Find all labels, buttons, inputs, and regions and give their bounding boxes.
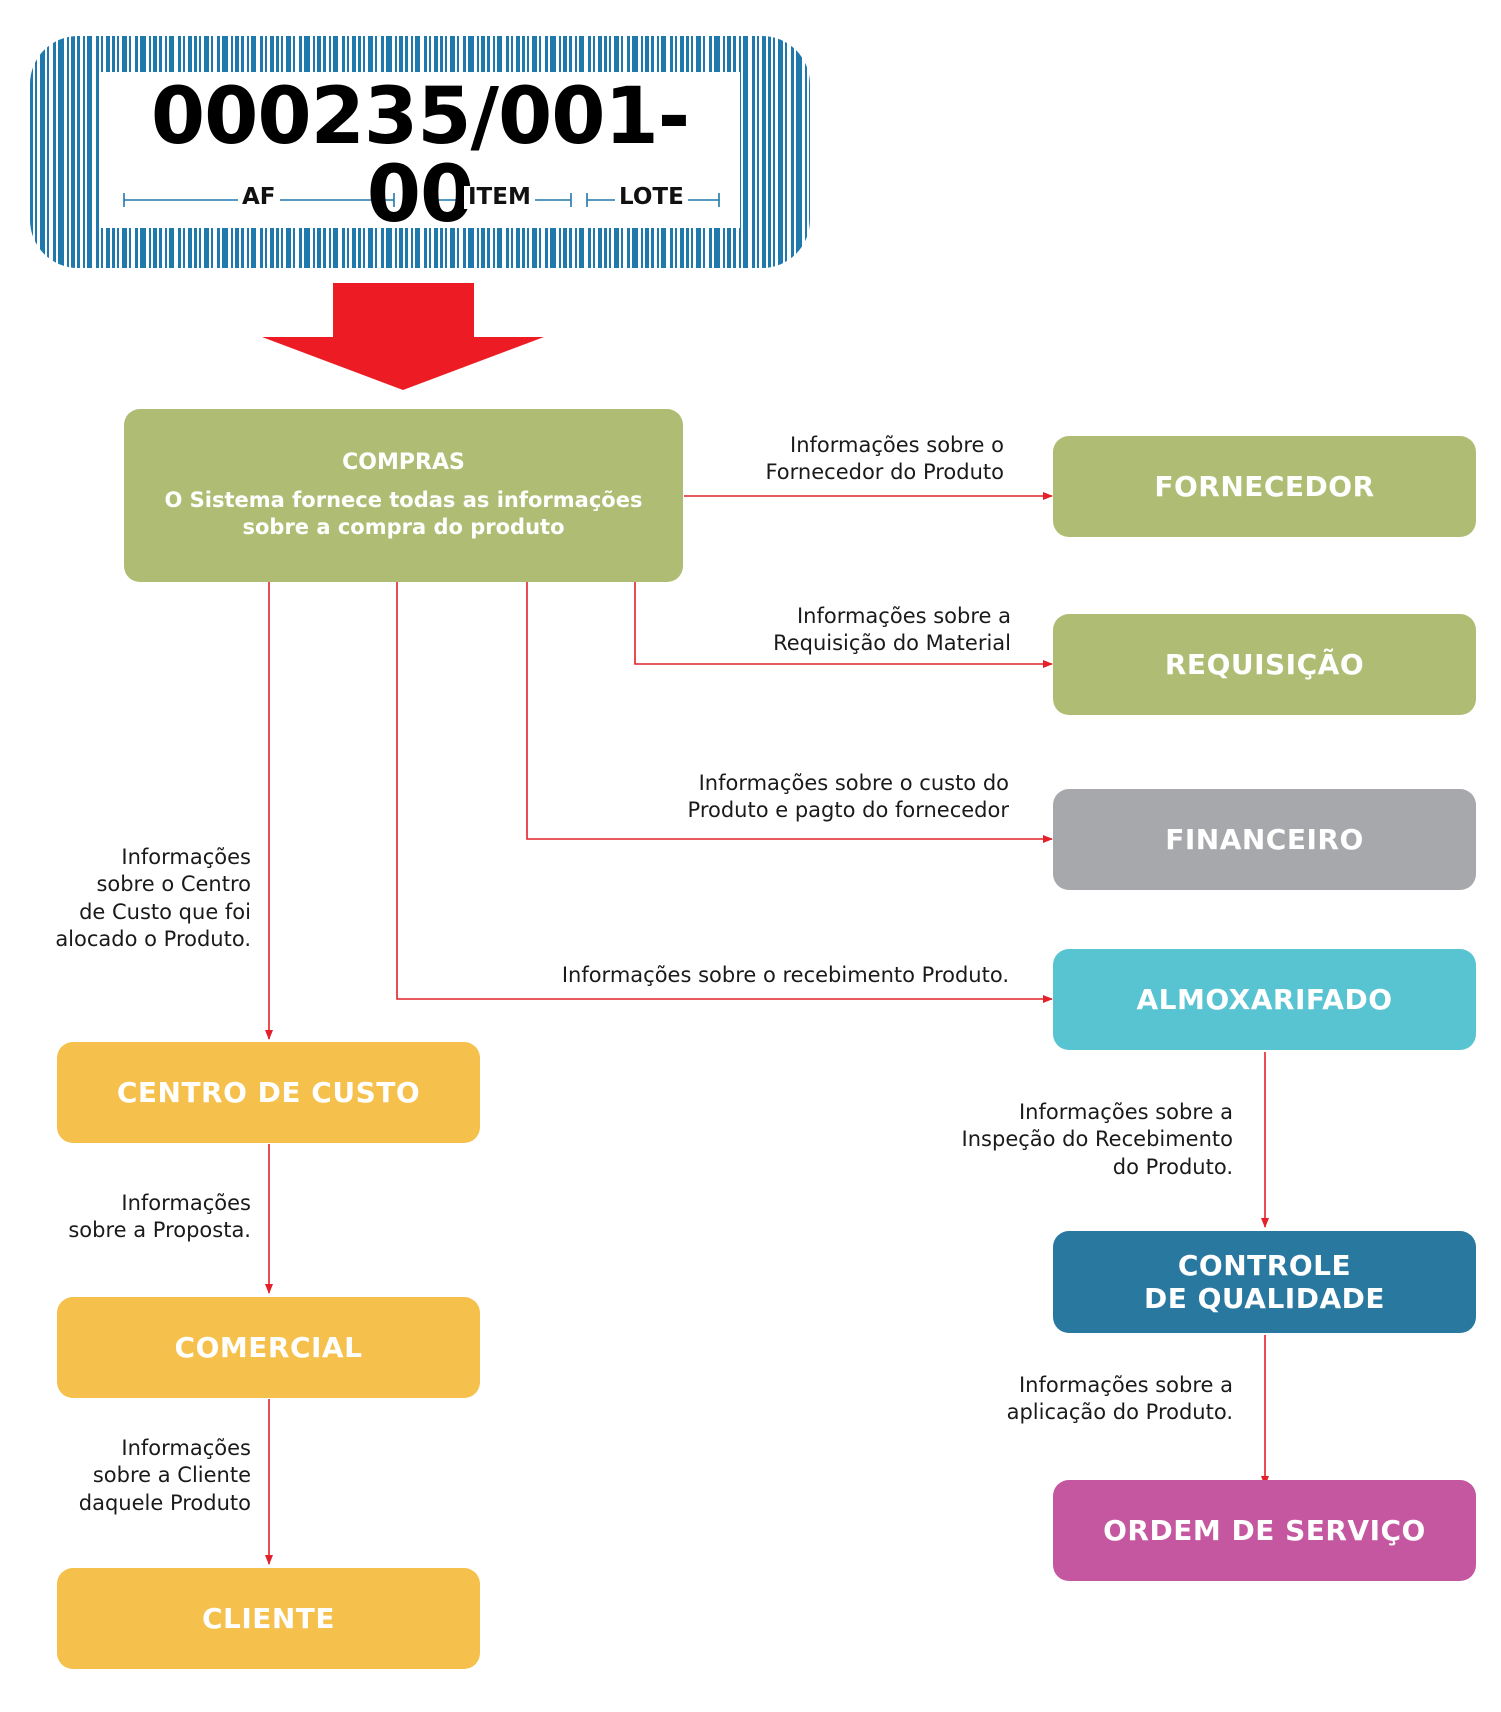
barcode-stripe [752,36,755,268]
barcode-stripe [778,36,783,268]
label-controle-ordem: Informações sobre a aplicação do Produto… [1006,1373,1233,1425]
barcode-stripe [768,36,771,268]
red-down-arrow [262,283,544,390]
barcode-stripe [762,36,766,268]
node-financeiro: FINANCEIRO [1053,789,1476,890]
barcode-stripe [87,36,92,268]
label-almoxarifado-controle: Informações sobre a Inspeção do Recebime… [961,1100,1233,1179]
barcode-stripe [40,36,45,268]
barcode-stripe [757,36,759,268]
label-compras-requisicao: Informações sobre a Requisição do Materi… [773,604,1011,656]
barcode-stripe [96,36,99,268]
barcode-stripe [809,36,810,268]
node-ordem-servico: ORDEM DE SERVIÇO [1053,1480,1476,1581]
label-centro-comercial: Informações sobre a Proposta. [68,1191,251,1243]
segment-label-af: AF [238,186,280,209]
label-compras-fornecedor: Informações sobre o Fornecedor do Produt… [765,433,1004,485]
barcode-stripe [791,36,794,268]
fornecedor-label: FORNECEDOR [1154,469,1375,503]
node-requisicao: REQUISIÇÃO [1053,614,1476,715]
almoxarifado-label: ALMOXARIFADO [1136,982,1393,1016]
comercial-label: COMERCIAL [174,1330,363,1364]
node-compras: COMPRAS O Sistema fornece todas as infor… [124,409,683,582]
node-controle-qualidade: CONTROLE DE QUALIDADE [1053,1231,1476,1333]
requisicao-label: REQUISIÇÃO [1164,647,1365,681]
compras-title: COMPRAS [342,449,465,475]
node-fornecedor: FORNECEDOR [1053,436,1476,537]
barcode-stripe [77,36,80,268]
edge-compras-almoxarifado [396,582,1053,1003]
barcode-stripe [71,36,75,268]
barcode-stripe [30,36,33,268]
barcode-stripe [796,36,802,268]
barcode-stripe [743,36,748,268]
barcode-stripe [53,36,56,268]
segment-label-item: ITEM [464,186,535,209]
barcode-stripe [58,36,64,268]
controle-qualidade-label: CONTROLE DE QUALIDADE [1143,1248,1385,1315]
centro-custo-label: CENTRO DE CUSTO [116,1075,421,1109]
compras-description: O Sistema fornece todas as informações s… [164,487,643,539]
barcode-stripe [83,36,85,268]
cliente-label: CLIENTE [201,1601,336,1635]
barcode-stripe [785,36,787,268]
edge-compras-financeiro [526,582,1053,843]
label-compras-centro-custo: Informações sobre o Centro de Custo que … [55,845,251,951]
barcode-number: 000235/001-00 [150,72,690,240]
edge-compras-requisicao [634,582,1053,668]
barcode-stripe [47,36,49,268]
node-almoxarifado: ALMOXARIFADO [1053,949,1476,1050]
node-comercial: COMERCIAL [57,1297,480,1398]
ordem-servico-label: ORDEM DE SERVIÇO [1103,1513,1426,1547]
node-cliente: CLIENTE [57,1568,480,1669]
label-comercial-cliente: Informações sobre a Cliente daquele Prod… [78,1436,251,1515]
barcode-stripe [773,36,775,268]
label-compras-almoxarifado: Informações sobre o recebimento Produto. [561,963,1009,987]
node-centro-custo: CENTRO DE CUSTO [57,1042,480,1143]
barcode-stripe [67,36,69,268]
segment-label-lote: LOTE [615,186,688,209]
barcode-stripe [35,36,37,268]
financeiro-label: FINANCEIRO [1165,822,1364,856]
barcode-stripe [805,36,807,268]
label-compras-financeiro: Informações sobre o custo do Produto e p… [687,771,1009,823]
